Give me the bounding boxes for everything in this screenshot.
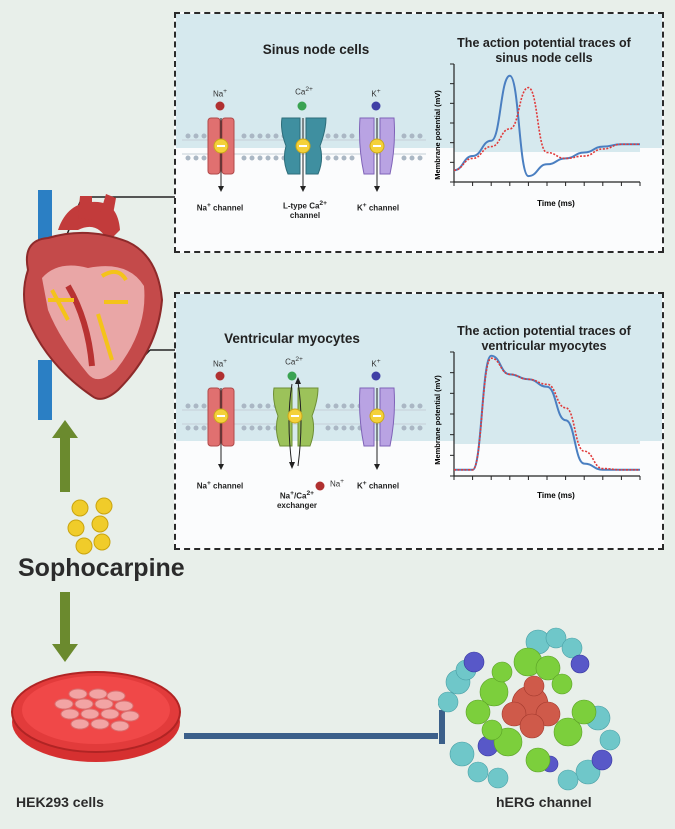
potassium-ion-label: K+ — [371, 88, 381, 99]
potassium-channel-icon — [359, 101, 395, 192]
heart-icon — [23, 190, 164, 420]
sodium-ion-label: Na+ — [212, 358, 228, 369]
extra-sodium-ion-label: Na+ — [329, 478, 345, 489]
potassium-channel-icon — [359, 371, 395, 470]
sodium-channel-icon — [207, 101, 235, 192]
calcium-channel-icon — [281, 101, 327, 192]
blue-trace-line — [453, 74, 640, 178]
chart-title-line-2: sinus node cells — [495, 51, 593, 65]
chart-title-line-1: The action potential traces of — [457, 324, 631, 338]
drug-molecules-icon — [67, 497, 113, 555]
up-arrow-icon — [52, 420, 78, 492]
sinus-node-panel: Sinus node cells Na+ Na+ channel Ca2+ — [174, 12, 664, 253]
sinus-chart-title: The action potential traces of sinus nod… — [434, 36, 654, 66]
herg-label: hERG channel — [496, 794, 592, 810]
potassium-ion-label: K+ — [371, 358, 381, 369]
potassium-channel-label: K+ channel — [356, 480, 400, 491]
chart-title-line-2: ventricular myocytes — [481, 339, 607, 353]
x-axis-label: Time (ms) — [537, 199, 575, 208]
exchanger-icon — [273, 371, 319, 469]
ventricular-panel: Ventricular myocytes Na+ Na+ channel Ca2… — [174, 292, 664, 550]
plot-tint — [454, 64, 640, 152]
potassium-channel-label: K+ channel — [356, 202, 400, 213]
sinus-node-title: Sinus node cells — [262, 42, 370, 57]
herg-channel-structure — [438, 627, 621, 791]
sodium-channel-icon — [207, 371, 235, 470]
inhibition-arrow — [184, 710, 445, 744]
ventricular-chart-title: The action potential traces of ventricul… — [434, 324, 654, 354]
sinus-action-potential-chart: Membrane potential (mV) Time (ms) — [433, 63, 641, 208]
sodium-ion-label: Na+ — [212, 88, 228, 99]
calcium-ion-label: Ca2+ — [295, 86, 313, 97]
drug-label: Sophocarpine — [18, 554, 185, 582]
sodium-ion-dot — [315, 481, 325, 491]
sodium-channel-label: Na+ channel — [196, 202, 244, 213]
y-axis-label: Membrane potential (mV) — [433, 375, 442, 465]
x-axis-label: Time (ms) — [537, 491, 575, 500]
exchanger-label: Na+/Ca2+exchanger — [276, 490, 318, 510]
sodium-channel-label: Na+ channel — [196, 480, 244, 491]
ventricular-action-potential-chart: Membrane potential (mV) Time (ms) — [433, 351, 641, 500]
plot-tint — [454, 352, 640, 444]
red-trace-line — [453, 86, 640, 171]
ventricular-title: Ventricular myocytes — [224, 331, 360, 346]
calcium-channel-label: L-type Ca2+channel — [282, 200, 328, 220]
calcium-ion-label: Ca2+ — [285, 356, 303, 367]
petri-dish-icon — [11, 671, 181, 762]
chart-title-line-1: The action potential traces of — [457, 36, 631, 50]
cells-label: HEK293 cells — [16, 794, 104, 810]
y-axis-label: Membrane potential (mV) — [433, 90, 442, 180]
down-arrow-icon — [52, 592, 78, 662]
